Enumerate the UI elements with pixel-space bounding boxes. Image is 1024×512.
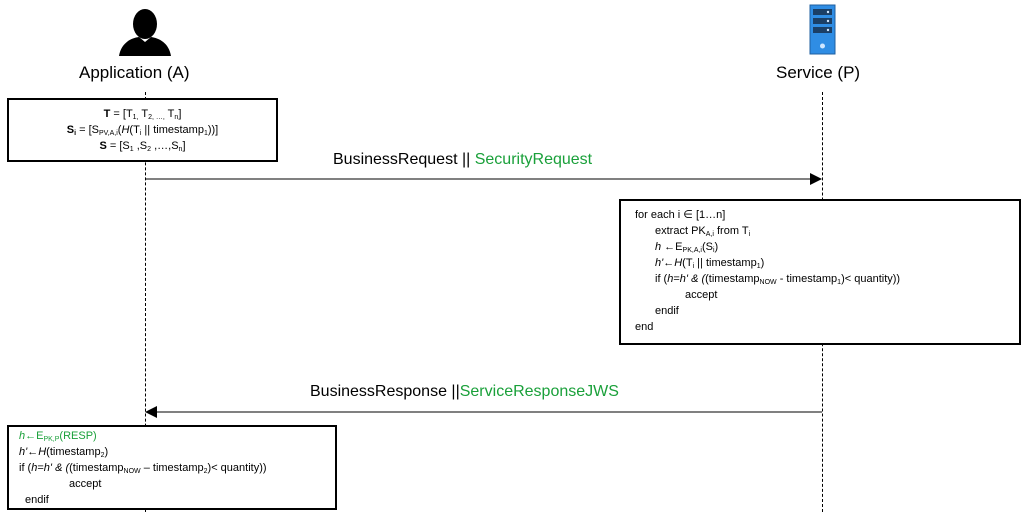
lifeline-application	[145, 92, 146, 512]
hash-line: h'←H(Ti || timestamp1)	[655, 257, 765, 270]
response-accept-line: accept	[69, 478, 102, 490]
response-condition-line: if (h=h' & ((timestampNOW – timestamp2)<…	[19, 462, 267, 475]
server-icon	[809, 4, 836, 55]
application-signing-box: T = [T1, T2, …, Tn] Si = [SPV,A,i(H(Ti |…	[7, 98, 278, 162]
business-response-text: BusinessResponse ||	[310, 383, 460, 400]
service-response-jws-text: ServiceResponseJWS	[459, 383, 619, 400]
condition-line: if (h=h' & ((timestampNOW - timestamp1)<…	[655, 273, 901, 286]
actor-label-application: Application (A)	[79, 63, 190, 82]
security-request-text: SecurityRequest	[474, 151, 593, 168]
application-verification-box: h←EPK,P(RESP) h'←H(timestamp2) if (h=h' …	[7, 425, 337, 510]
endif-line: endif	[655, 305, 679, 317]
request-message-label: BusinessRequest || SecurityRequest	[333, 151, 592, 169]
signature-line: Si = [SPV,A,i(H(Ti || timestamp1))]	[66, 124, 219, 137]
response-decrypt-line: h←EPK,P(RESP)	[19, 430, 97, 443]
response-hash-line: h'←H(timestamp2)	[19, 446, 109, 459]
for-each-line: for each i ∈ [1…n]	[635, 209, 726, 221]
signature-list-line: S = [S1 ,S2 ,…,Sn]	[99, 140, 186, 153]
response-endif-line: endif	[25, 494, 49, 506]
request-arrow	[145, 173, 822, 185]
service-verification-box: for each i ∈ [1…n] extract PKA,i from Ti…	[619, 199, 1021, 345]
actor-label-service: Service (P)	[776, 63, 861, 82]
end-line: end	[635, 321, 654, 333]
business-request-text: BusinessRequest ||	[333, 151, 475, 168]
person-icon	[119, 9, 171, 56]
response-message-label: BusinessResponse ||ServiceResponseJWS	[310, 383, 619, 401]
decrypt-line: h ←EPK,A,i(Si)	[655, 241, 719, 254]
token-list-line: T = [T1, T2, …, Tn]	[103, 108, 182, 121]
response-arrow	[145, 406, 822, 418]
extract-line: extract PKA,i from Ti	[655, 225, 751, 238]
accept-line: accept	[685, 289, 718, 301]
